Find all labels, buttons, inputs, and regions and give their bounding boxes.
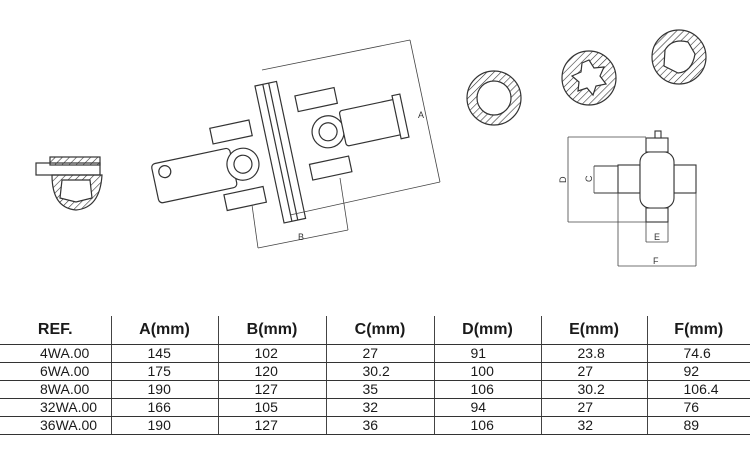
cell-f: 92 [646,362,750,381]
table-row: 4WA.00 145 102 27 91 23.8 74.6 [0,344,750,363]
cell-a: 175 [110,362,218,381]
header-d: D(mm) [433,316,541,345]
cell-f: 74.6 [646,344,750,363]
dimension-label-c: C [584,175,594,182]
cell-a: 190 [110,416,218,435]
cell-d: 106 [433,416,541,435]
cell-c: 32 [325,398,434,417]
cell-ref: 32WA.00 [0,398,111,417]
cell-b: 105 [217,398,326,417]
table-row: 6WA.00 175 120 30.2 100 27 92 [0,362,750,381]
dimension-label-d: D [558,176,568,183]
cell-a: 166 [110,398,218,417]
header-a: A(mm) [110,316,218,345]
cell-c: 27 [325,344,434,363]
header-ref: REF. [0,316,111,345]
cell-b: 102 [217,344,326,363]
cell-e: 23.8 [540,344,647,363]
technical-drawing: A B D C E F [35,29,707,267]
cell-ref: 4WA.00 [0,344,111,363]
round-bore-section [466,70,522,126]
cell-d: 100 [433,362,541,381]
cell-e: 27 [540,362,647,381]
header-f: F(mm) [646,316,750,345]
cell-c: 35 [325,380,434,399]
dimension-label-b: B [298,232,304,242]
cell-d: 106 [433,380,541,399]
cell-d: 94 [433,398,541,417]
yoke-cross-section [35,156,103,211]
cross-kit-dimensions [594,130,697,223]
cell-a: 190 [110,380,218,399]
cell-ref: 8WA.00 [0,380,111,399]
cell-c: 30.2 [325,362,434,381]
cell-f: 106.4 [646,380,750,399]
dimension-lines [251,39,441,249]
table-row: 8WA.00 190 127 35 106 30.2 106.4 [0,380,750,399]
cell-a: 145 [110,344,218,363]
header-e: E(mm) [540,316,647,345]
cell-f: 76 [646,398,750,417]
dimension-label-f: F [653,256,659,266]
dimension-label-a: A [418,110,424,120]
table-header-row: REF. A(mm) B(mm) C(mm) D(mm) E(mm) F(mm) [0,316,750,345]
cell-d: 91 [433,344,541,363]
lemon-bore-section [651,29,707,85]
cell-ref: 36WA.00 [0,416,111,435]
cell-f: 89 [646,416,750,435]
header-c: C(mm) [325,316,434,345]
star-spline-section [561,50,617,106]
cell-e: 27 [540,398,647,417]
cell-e: 30.2 [540,380,647,399]
header-b: B(mm) [217,316,326,345]
cell-b: 120 [217,362,326,381]
pto-shaft-assembly [151,80,410,224]
cell-b: 127 [217,416,326,435]
cell-e: 32 [540,416,647,435]
table-row: 32WA.00 166 105 32 94 27 76 [0,398,750,417]
dimension-label-e: E [654,232,660,242]
specification-table: REF. A(mm) B(mm) C(mm) D(mm) E(mm) F(mm)… [0,316,750,435]
cell-b: 127 [217,380,326,399]
table-row: 36WA.00 190 127 36 106 32 89 [0,416,750,435]
cross-kit-dimension-lines [567,136,697,267]
cell-c: 36 [325,416,434,435]
cell-ref: 6WA.00 [0,362,111,381]
